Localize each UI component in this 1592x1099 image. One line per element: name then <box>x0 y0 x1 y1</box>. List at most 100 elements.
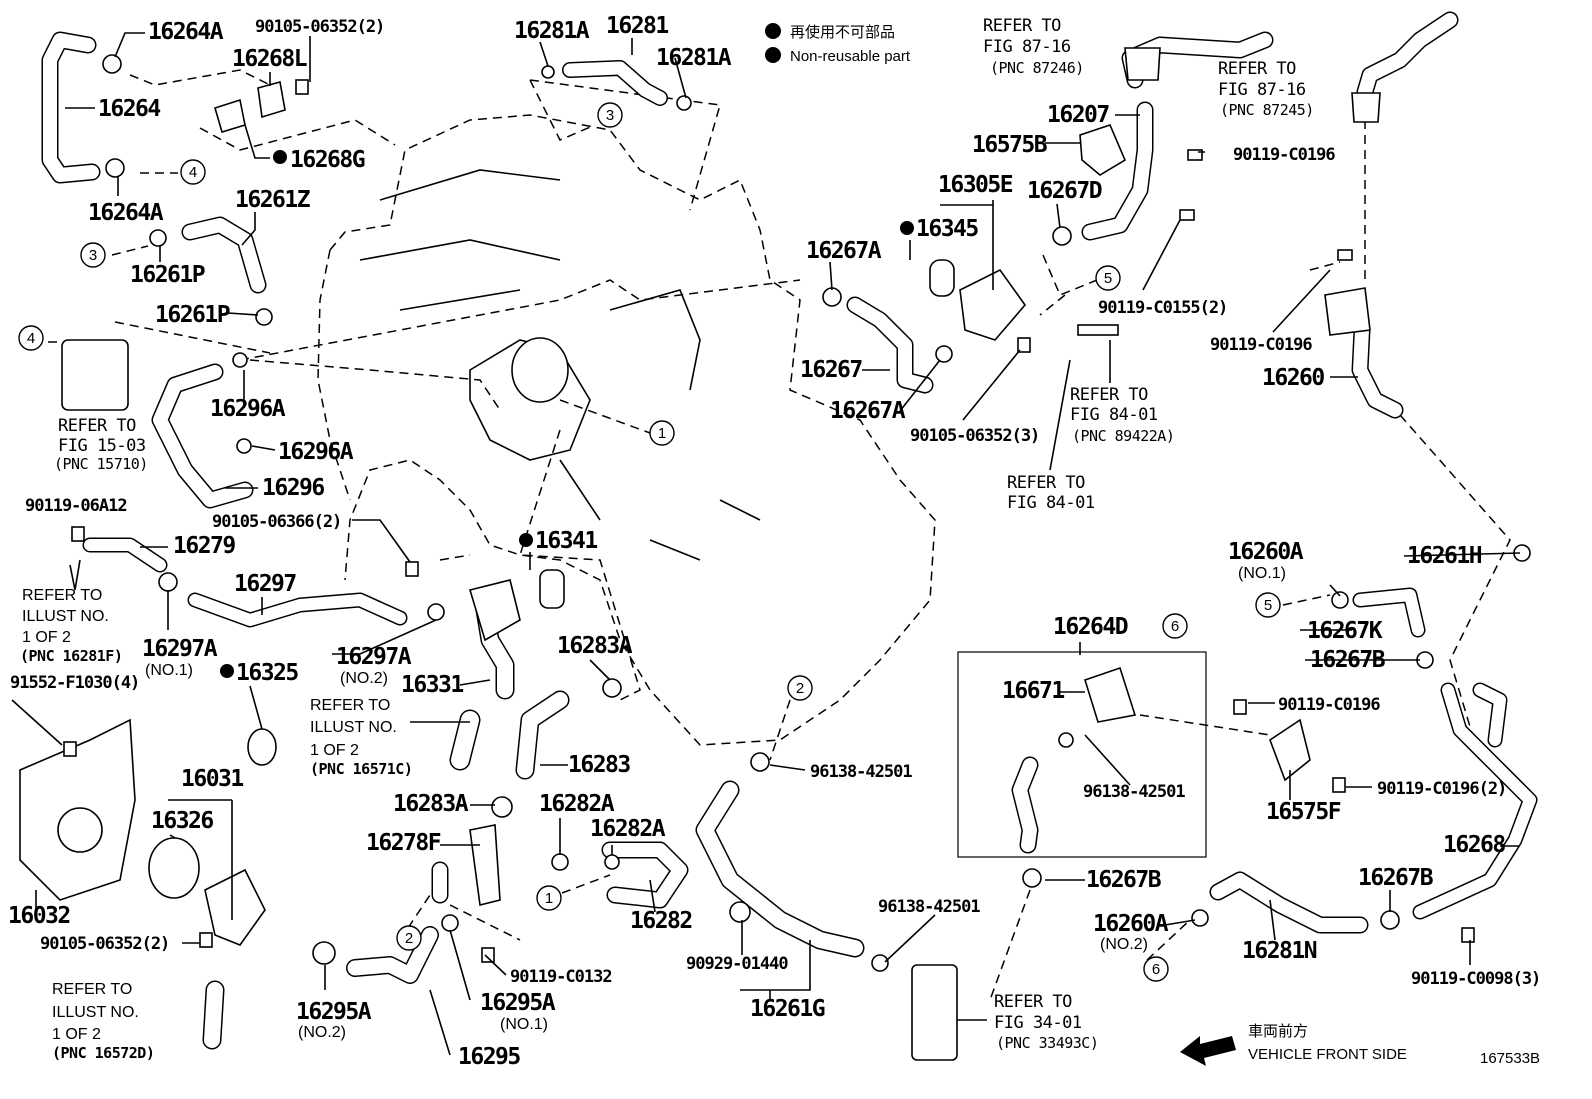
ref-line: FIG 87-16 <box>983 37 1071 57</box>
connector-circle <box>536 885 562 911</box>
direction-english: VEHICLE FRONT SIDE <box>1248 1046 1407 1063</box>
connector-number: 5 <box>1264 597 1272 614</box>
legend-dot-icon <box>765 47 781 63</box>
arrow-left-icon <box>1180 1036 1236 1066</box>
connector-circle <box>1162 613 1188 639</box>
hose-body <box>1414 684 1536 918</box>
part-label: 16341 <box>535 528 597 554</box>
part-label: 90119-C0098(3) <box>1411 969 1540 989</box>
part-label: 16264A <box>148 19 224 45</box>
part-label: 90929-01440 <box>686 954 788 974</box>
part-label: 16282 <box>630 908 692 934</box>
hose-body <box>517 692 568 778</box>
part-label: 16283A <box>393 791 469 817</box>
connector-circle <box>787 675 813 701</box>
connector-number: 1 <box>658 425 666 442</box>
ref-line: 1 OF 2 <box>310 742 359 759</box>
legend-dot-icon <box>765 23 781 39</box>
part-label: 16279 <box>173 533 235 559</box>
part-label: 90119-C0196 <box>1233 145 1335 165</box>
hose-body <box>697 782 863 956</box>
ref-line: REFER TO <box>310 697 390 714</box>
part-label: 16267B <box>1310 647 1386 673</box>
part-label: 16282A <box>539 791 615 817</box>
sub-label: (NO.2) <box>1100 936 1148 953</box>
ref-line: ILLUST NO. <box>22 608 109 625</box>
sub-label: (NO.1) <box>1238 565 1286 582</box>
connector-number: 5 <box>1104 270 1112 287</box>
part-label: 90119-C0155(2) <box>1098 298 1227 318</box>
part-label: 90119-C0196 <box>1278 695 1380 715</box>
connector-number: 3 <box>606 107 614 124</box>
connector-number: 1 <box>545 890 553 907</box>
part-label: 16295 <box>458 1044 520 1070</box>
part-label: 90119-C0196(2) <box>1377 779 1506 799</box>
legend-english: Non-reusable part <box>790 48 911 65</box>
ref-line: FIG 34-01 <box>994 1013 1082 1033</box>
part-label: 16297A <box>142 636 218 662</box>
part-label: 96138-42501 <box>810 762 912 782</box>
ref-line: (PNC 16571C) <box>310 760 412 778</box>
ref-line: REFER TO <box>1218 59 1296 79</box>
hose-body <box>1474 684 1506 746</box>
hose-outline <box>1412 682 1538 920</box>
hose-body <box>848 298 932 392</box>
legend-japanese: 再使用不可部品 <box>790 24 895 41</box>
sub-assembly-box <box>957 651 1207 858</box>
hose-body <box>189 594 406 626</box>
part-label: 16268L <box>232 46 307 72</box>
part-label: 16261Z <box>235 187 311 213</box>
part-label: 16268 <box>1443 832 1505 858</box>
part-label: 16326 <box>151 808 213 834</box>
part-labels: 16264A 90105-06352(2) 16268L 16264 16268… <box>8 13 1541 1070</box>
part-label: 16283 <box>568 752 630 778</box>
ref-line: REFER TO <box>52 981 132 998</box>
ref-line: FIG 84-01 <box>1070 405 1158 425</box>
connector-circle <box>180 159 206 185</box>
sub-label: (NO.1) <box>145 662 193 679</box>
part-label: 16267B <box>1358 865 1434 891</box>
part-label: 16261P <box>130 262 205 288</box>
part-label: 16296 <box>262 475 324 501</box>
ref-line: REFER TO <box>994 992 1072 1012</box>
part-label: 90105-06352(2) <box>255 17 384 37</box>
connector-number: 6 <box>1152 961 1160 978</box>
part-label: 16281N <box>1242 938 1317 964</box>
part-label: 16281A <box>514 18 590 44</box>
connector-circle <box>649 420 675 446</box>
ref-line: FIG 84-01 <box>1007 493 1095 513</box>
part-label: 16331 <box>401 672 463 698</box>
hoses <box>41 11 1538 1050</box>
part-label: 90105-06352(3) <box>910 426 1039 446</box>
part-label: 16325 <box>236 660 298 686</box>
hose-body <box>204 982 223 1048</box>
ref-line: FIG 87-16 <box>1218 80 1306 100</box>
ref-line: ILLUST NO. <box>310 719 397 736</box>
connector-circle <box>396 925 422 951</box>
ref-line: REFER TO <box>1070 385 1148 405</box>
hose-body <box>1211 873 1367 932</box>
part-label: 91552-F1030(4) <box>10 673 139 693</box>
hose-body <box>563 61 667 105</box>
part-label: 16260A <box>1228 539 1304 565</box>
hose-body <box>1354 589 1424 636</box>
part-label: 16345 <box>916 216 978 242</box>
hose-body <box>347 927 438 983</box>
connector-circle <box>80 242 106 268</box>
hose-body <box>183 218 265 292</box>
ref-line: (PNC 33493C) <box>996 1034 1098 1052</box>
ref-line: ILLUST NO. <box>52 1004 139 1021</box>
part-label: 16260 <box>1262 365 1324 391</box>
ref-line: REFER TO <box>983 16 1061 36</box>
part-label: 16281 <box>606 13 668 39</box>
small-parts <box>19 47 1531 1061</box>
part-label: 16282A <box>590 816 666 842</box>
part-label: 96138-42501 <box>1083 782 1185 802</box>
ref-line: REFER TO <box>58 416 136 436</box>
part-label: 16261H <box>1407 543 1482 569</box>
part-label: 16305E <box>938 172 1013 198</box>
ref-line: (PNC 89422A) <box>1072 427 1174 445</box>
connector-number: 3 <box>89 247 97 264</box>
